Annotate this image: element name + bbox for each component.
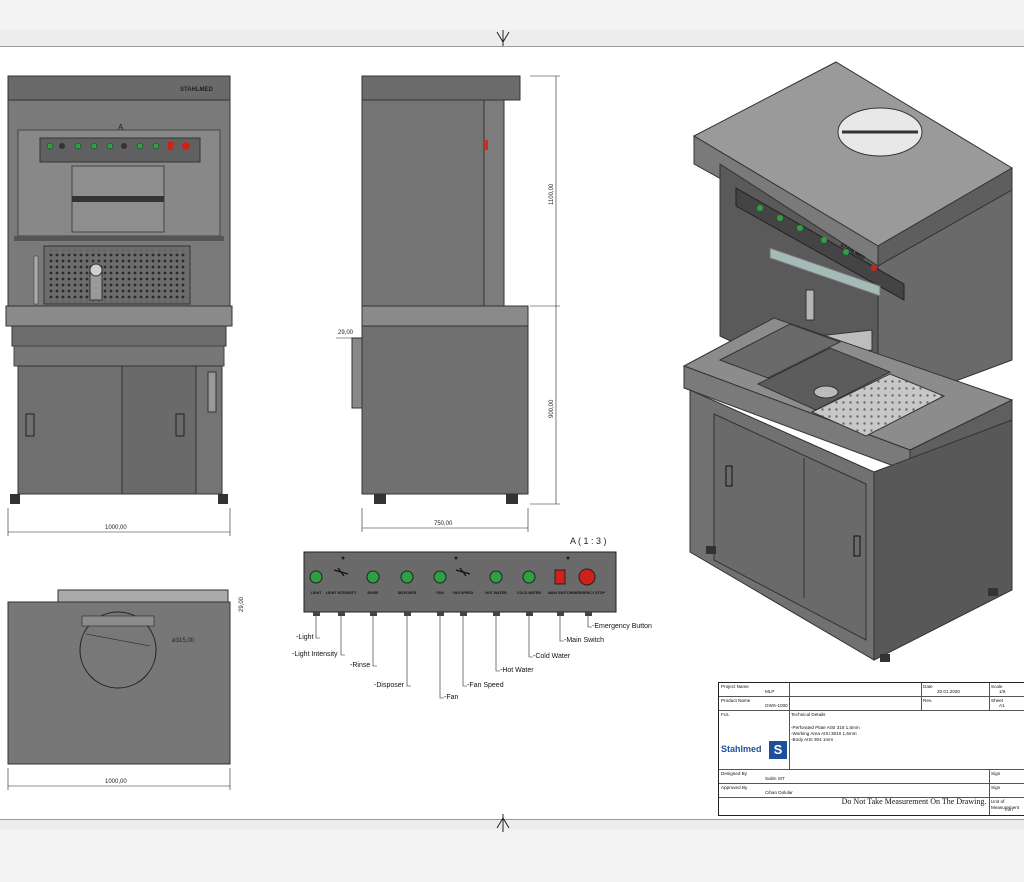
tb-date: 20.01.2020 xyxy=(937,689,960,694)
tb-scale: 1/6 xyxy=(999,689,1006,694)
side-view: 1100,00 900,00 750,00 29,00 xyxy=(336,75,560,532)
callout-rinse: -Rinse xyxy=(350,662,371,669)
tb-unit-label: Unit of Measurement xyxy=(991,799,1020,810)
stahlmed-logo: Stahlmed S xyxy=(721,741,787,759)
tb-product-name: GWS-1000 xyxy=(765,703,788,708)
viewer-bottom-strip xyxy=(0,830,1024,882)
top-diameter-dim: ø315,00 xyxy=(172,638,195,644)
panel-label-10: EMERGENCY STOP xyxy=(571,591,605,595)
callout-light-intensity: -Light Intensity xyxy=(292,651,338,658)
panel-label-6: FAN SPEED xyxy=(453,591,474,595)
detail-title: A ( 1 : 3 ) xyxy=(570,536,607,546)
viewer-top-strip xyxy=(0,0,1024,30)
panel-label-8: COLD WATER xyxy=(517,591,541,595)
tb-scale-label: Scale xyxy=(991,684,1003,689)
top-center-mark xyxy=(496,30,510,46)
top-width-dim: 1000,00 xyxy=(105,779,127,785)
front-brand: STAHLMED xyxy=(180,87,214,93)
callout-disposer: -Disposer xyxy=(374,682,404,689)
callout-emergency-button: -Emergency Button xyxy=(592,623,652,630)
tb-sheet-label: Sheet xyxy=(991,698,1004,703)
callout-cold-water: -Cold Water xyxy=(533,653,571,660)
tb-tech-label: Technical Details xyxy=(791,712,826,717)
panel-label-2: LIGHT INTENSITY xyxy=(326,591,357,595)
tb-sheet: A1 xyxy=(999,703,1005,708)
tb-sign-label: Sign xyxy=(991,771,1001,776)
panel-label-9: MAIN SWITCH xyxy=(548,591,573,595)
callout-hot-water: -Hot Water xyxy=(500,667,534,674)
callout-light: -Light xyxy=(296,634,314,641)
side-height-top-dim: 1100,00 xyxy=(549,183,555,205)
front-control-buttons xyxy=(46,142,190,150)
tb-sign2-label: Sign xyxy=(991,785,1001,790)
panel-label-1: LIGHT xyxy=(311,591,323,595)
tb-rev-label: Rev. xyxy=(923,698,933,703)
panel-label-7: HOT WATER xyxy=(485,591,507,595)
detail-a-panel: A ( 1 : 3 ) LIGHT LIGHT INTENSITY RINSE … xyxy=(303,536,617,699)
tb-approved-label: Approved By xyxy=(721,785,748,790)
tb-designed-label: Designed By xyxy=(721,771,748,776)
panel-label-5: FAN xyxy=(436,591,444,595)
bottom-center-mark xyxy=(496,814,510,832)
tb-tech-line-2: -Working Area AISI 3816 1,5mm xyxy=(791,731,857,736)
iso-view: STAHLMED xyxy=(682,61,1014,662)
callout-fan: -Fan xyxy=(444,694,459,701)
tb-project-label: Project Name xyxy=(721,684,749,689)
tb-designed: Salim SIT xyxy=(765,776,785,781)
tb-unit: mm xyxy=(1005,807,1013,812)
callout-fan-speed: -Fan Speed xyxy=(467,682,504,689)
front-width-dim: 1000,00 xyxy=(105,525,127,531)
callout-main-switch: -Main Switch xyxy=(564,637,605,644)
side-offset-dim: 29,00 xyxy=(338,330,354,336)
tb-project-name: MLP xyxy=(765,689,775,694)
title-block: Project Name MLP Date 20.01.2020 Scale 1… xyxy=(718,682,1024,816)
panel-label-3: RINSE xyxy=(368,591,380,595)
top-small-dim: 29,00 xyxy=(239,596,245,612)
tb-approved: Cihan Dolular xyxy=(765,790,793,795)
tb-tech-line-3: -Body AISI 304 1mm xyxy=(791,737,834,742)
tb-product-label: Product Name xyxy=(721,698,751,703)
section-mark-a: A xyxy=(118,123,124,132)
side-height-bottom-dim: 900,00 xyxy=(549,399,555,418)
tb-date-label: Date xyxy=(923,684,933,689)
front-perforation xyxy=(48,250,186,302)
front-view: STAHLMED A xyxy=(5,75,233,536)
tb-tech-line-1: -Perforated Plate AISI 316 1,5mm xyxy=(791,725,860,730)
top-view: ø315,00 29,00 1000,00 xyxy=(7,589,245,790)
tb-measurement-note: Do Not Take Measurement On The Drawing. xyxy=(841,797,987,806)
side-depth-dim: 750,00 xyxy=(434,521,453,527)
panel-label-4: DISPOSER xyxy=(398,591,417,595)
tb-firm-label: Fcs. xyxy=(721,712,730,717)
